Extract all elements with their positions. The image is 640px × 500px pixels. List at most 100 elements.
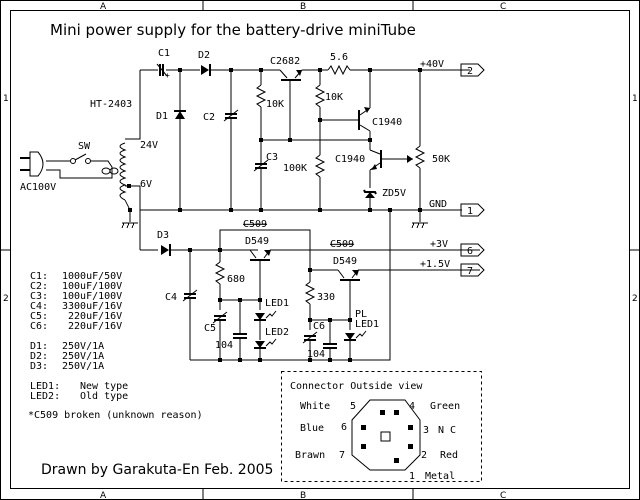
zone-label-right-1: 1 — [632, 94, 638, 104]
parts-d3-value: 250V/1A — [62, 361, 104, 372]
led1-label: LED1 — [265, 298, 289, 309]
junction — [368, 208, 372, 212]
transformer-label: HT-2403 — [90, 99, 132, 110]
transistor-c1940-upper[interactable] — [358, 107, 371, 132]
capacitor-104-b — [323, 343, 337, 349]
transistor-c1940-lower[interactable] — [369, 149, 382, 171]
resistor-5-6 — [327, 64, 351, 76]
tap-6v-label: 6V — [140, 179, 152, 190]
parts-c6-ref: C6: — [30, 321, 48, 332]
zone-label-bottom-c: C — [500, 491, 506, 500]
d3-label: D3 — [157, 230, 169, 241]
junction — [238, 358, 242, 362]
r-330-label: 330 — [317, 292, 335, 303]
junction — [128, 208, 132, 212]
parts-c2-ref: C2: — [30, 281, 48, 292]
transistor-d549-lower[interactable] — [337, 269, 360, 281]
junction — [218, 358, 222, 362]
transistor-d549-upper[interactable] — [249, 249, 271, 261]
c509-label-a: C509 — [243, 219, 267, 230]
parts-c3-ref: C3: — [30, 291, 48, 302]
q2-label: C1940 — [372, 117, 402, 128]
c5-label: C5 — [204, 323, 216, 334]
parts-led1-value: New type — [80, 381, 128, 392]
transformer-secondary — [119, 142, 127, 201]
output-port-gnd[interactable]: 1 — [460, 203, 485, 217]
r-5-6-label: 5.6 — [330, 52, 348, 63]
pin-5-name: White — [300, 401, 330, 412]
output-port-3v-pin: 6 — [467, 246, 473, 257]
junction — [288, 138, 292, 142]
output-1-5v-label: +1.5V — [420, 259, 450, 270]
switch-label: SW — [78, 141, 91, 152]
connector-pin-5 — [380, 410, 385, 415]
r-10k-a-label: 10K — [266, 99, 284, 110]
d2-label: D2 — [198, 50, 210, 61]
pin-7-name: Brawn — [295, 450, 325, 461]
led2-label: LED2 — [265, 327, 289, 338]
switch-symbol — [70, 153, 91, 164]
pl-led-label: LED1 — [355, 319, 379, 330]
connector-pin-4 — [394, 410, 399, 415]
cap-104-b-label: 104 — [307, 349, 325, 360]
junction — [368, 138, 372, 142]
svg-text:+: + — [165, 71, 170, 80]
connector-pin-6 — [361, 425, 366, 430]
connector-pin-2 — [408, 444, 413, 449]
zone-label-bottom-b: B — [300, 491, 306, 500]
parts-c3-value: 100uF/100V — [62, 291, 122, 302]
connector-key — [380, 431, 391, 442]
junction — [308, 318, 312, 322]
connector-box — [281, 371, 482, 482]
output-port-gnd-pin: 1 — [467, 206, 473, 217]
resistor-10k-b — [314, 84, 326, 108]
output-port-40v-pin: 2 — [467, 66, 473, 77]
parts-d2-ref: D2: — [30, 351, 48, 362]
capacitor-c4 — [182, 289, 198, 302]
parts-led1-ref: LED1: — [30, 381, 60, 392]
parts-c1-ref: C1: — [30, 271, 48, 282]
pin-4-num: 4 — [409, 401, 415, 412]
parts-list: C1: 1000uF/50V C2: 100uF/100V C3: 100uF/… — [28, 271, 203, 421]
wire — [190, 210, 391, 361]
zone-label-bottom-a: A — [100, 491, 107, 500]
potentiometer-50k[interactable] — [414, 145, 426, 169]
output-port-40v[interactable]: 2 — [460, 63, 485, 77]
pilot-led-symbol — [344, 330, 367, 341]
transistor-c2682 — [279, 69, 303, 81]
c509-label-b: C509 — [330, 239, 354, 250]
resistor-680 — [214, 261, 226, 285]
diagram-title: Mini power supply for the battery-drive … — [50, 21, 416, 39]
parts-note: *C509 broken (unknown reason) — [28, 410, 203, 421]
cap-104-a-label: 104 — [215, 340, 233, 351]
diode-d1 — [174, 110, 186, 119]
junction — [418, 208, 422, 212]
junction — [218, 298, 222, 302]
q4-label: D549 — [245, 236, 269, 247]
output-port-3v[interactable]: 6 — [460, 243, 485, 257]
capacitor-c2 — [223, 109, 239, 122]
pin-3-name: N C — [438, 425, 456, 436]
junction — [348, 358, 352, 362]
capacitor-104-a — [233, 333, 247, 339]
pot-50k-label: 50K — [432, 154, 450, 165]
c6-label: C6 — [313, 321, 325, 332]
pin-6-num: 6 — [341, 422, 347, 433]
junction — [259, 208, 263, 212]
parts-c4-value: 3300uF/16V — [62, 301, 122, 312]
parts-d2-value: 250V/1A — [62, 351, 104, 362]
q3-label: C1940 — [335, 154, 365, 165]
parts-c5-value: 220uF/16V — [62, 311, 122, 322]
zone-label-top-c: C — [500, 2, 506, 12]
parts-d1-value: 250V/1A — [62, 341, 104, 352]
output-port-1-5v-pin: 7 — [467, 266, 473, 277]
output-port-1-5v[interactable]: 7 — [460, 263, 485, 277]
output-40v-label: +40V — [420, 59, 444, 70]
pin-7-num: 7 — [339, 450, 345, 461]
c4-label: C4 — [165, 292, 177, 303]
ac-plug — [20, 151, 44, 177]
wire — [125, 185, 141, 250]
junction — [258, 358, 262, 362]
parts-c2-value: 100uF/100V — [62, 281, 122, 292]
